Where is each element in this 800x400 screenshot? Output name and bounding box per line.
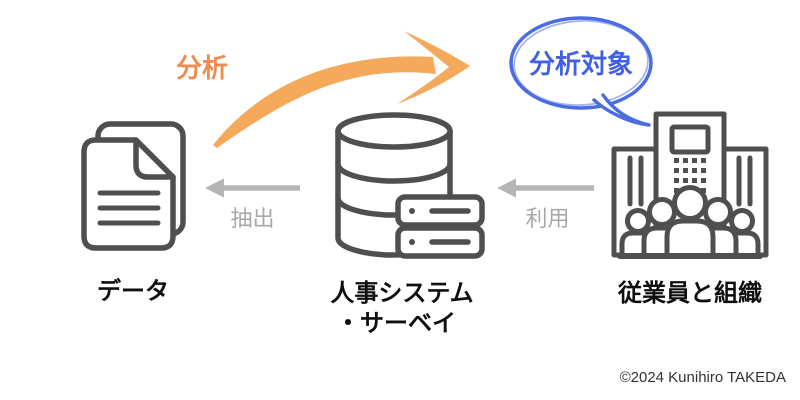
analysis-arrow [213, 31, 470, 148]
extract-edge-label: 抽出 [230, 206, 275, 231]
use-arrow [497, 178, 594, 198]
copyright-text: ©2024 Kunihiro TAKEDA [619, 369, 786, 386]
speech-bubble-tail [592, 93, 651, 127]
analysis-edge-label: 分析 [176, 53, 229, 83]
people-crowd-icon [619, 185, 761, 256]
server-rack-icon [395, 194, 485, 259]
callout-label: 分析対象 [528, 49, 633, 79]
extract-arrow [205, 178, 300, 198]
wing-window-bars [627, 155, 753, 207]
speech-bubble [509, 16, 653, 127]
use-edge-label: 利用 [525, 206, 570, 231]
employees-node-label: 従業員と組織 [618, 280, 762, 307]
data-node-label: データ [97, 278, 169, 305]
documents-icon [81, 121, 186, 251]
database-server-icon [335, 112, 485, 259]
hr-system-node-label-line1: 人事システム [330, 280, 474, 307]
hr-system-node-label-line2: ・サーベイ [336, 310, 456, 337]
building-people-icon [611, 111, 769, 259]
